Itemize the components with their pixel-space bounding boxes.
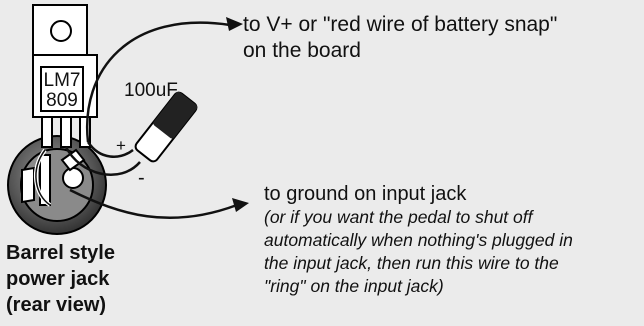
capacitor-plus-sign: + [116,136,126,155]
capacitor-stripe [153,91,198,139]
barrel-jack [7,135,107,235]
ground-note-sub2: automatically when nothing's plugged in [264,230,573,250]
jack-caption: Barrel style power jack (rear view) [6,240,115,318]
ground-note-sub1: (or if you want the pedal to shut off [264,207,533,227]
regulator-label-line2: 809 [46,90,78,111]
cap-plus-lead [86,141,134,158]
jack-caption-line1: Barrel style [6,242,115,264]
ground-note-sub4: "ring" on the input jack) [264,276,444,296]
jack-center-pin [62,167,84,189]
regulator-leg-ground [60,116,72,148]
capacitor [134,91,198,163]
regulator-mounting-hole [50,20,72,42]
vplus-wire [85,21,231,143]
ground-note-sub3: the input jack, then run this wire to th… [264,253,559,273]
capacitor-minus-sign: - [138,167,145,189]
regulator-label-line1: LM7 [44,70,81,91]
vplus-note: to V+ or "red wire of battery snap" on t… [243,12,638,64]
jack-caption-line2: power jack [6,268,110,290]
regulator-leg-input [41,116,53,148]
cap-minus-lead [64,146,141,176]
vplus-note-line1: to V+ or "red wire of battery snap" [243,13,558,36]
vplus-note-line2: on the board [243,39,361,62]
regulator-label-box [40,66,84,112]
vplus-arrowhead [226,17,243,31]
regulator-leg-output [79,116,91,148]
ground-arrowhead [232,198,249,212]
wires [33,21,238,220]
ground-note: to ground on input jack (or if you want … [264,182,642,298]
ground-wire [69,188,238,220]
jack-caption-line3: (rear view) [6,294,107,316]
jack-link-wire [35,149,51,206]
capacitor-value-label: 100uF [124,80,178,101]
jack-lug-outer [21,166,35,204]
ground-note-line1: to ground on input jack [264,183,467,205]
